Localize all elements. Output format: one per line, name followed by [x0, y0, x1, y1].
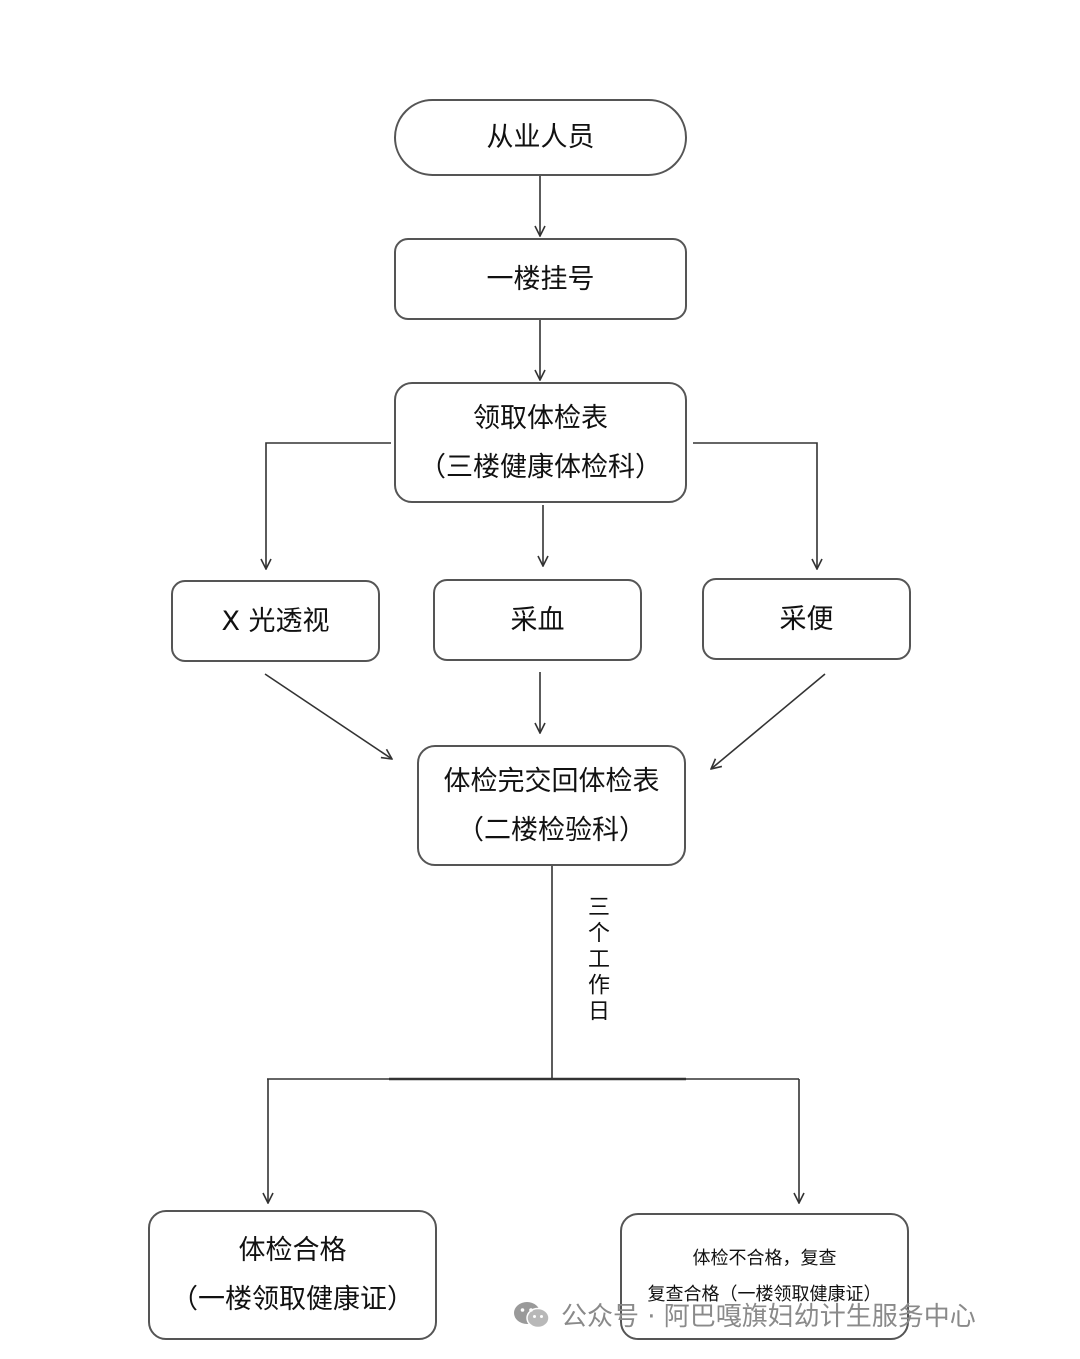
pass-label: 体检合格 [238, 1235, 347, 1266]
fail-recheck-label: 复查合格（一楼领取健康证） [647, 1283, 882, 1305]
register-node: 一楼挂号 [394, 238, 687, 320]
fail-node: 体检不合格，复查 复查合格（一楼领取健康证） [620, 1213, 909, 1340]
fail-label: 体检不合格，复查 [692, 1247, 837, 1269]
start-node: 从业人员 [394, 99, 687, 176]
arrow-form-to-xray [266, 442, 391, 569]
arrow-form-to-stool [693, 442, 817, 569]
return-form-label: 体检完交回体检表 [443, 765, 660, 797]
pass-location: （一楼领取健康证） [171, 1284, 414, 1315]
watermark: 公众号 · 阿巴嘎旗妇幼计生服务中心 [513, 1296, 976, 1333]
watermark-text: 公众号 · 阿巴嘎旗妇幼计生服务中心 [561, 1302, 976, 1332]
pass-node: 体检合格 （一楼领取健康证） [148, 1210, 437, 1340]
duration-label: 三个工作日 [584, 895, 609, 1025]
stool-test-node: 采便 [702, 578, 911, 660]
blood-test-label: 采血 [510, 604, 565, 636]
xray-node: X 光透视 [171, 580, 380, 662]
return-form-node: 体检完交回体检表 （二楼检验科） [417, 745, 686, 866]
arrow-xray-to-return [264, 673, 392, 759]
arrow-stool-to-return [711, 673, 826, 769]
wechat-icon [514, 1301, 550, 1328]
get-form-node: 领取体检表 （三楼健康体检科） [394, 382, 687, 503]
get-form-label: 领取体检表 [473, 402, 608, 434]
get-form-location: （三楼健康体检科） [419, 451, 662, 483]
stool-test-label: 采便 [779, 603, 834, 635]
xray-label: X 光透视 [221, 605, 330, 637]
register-label: 一楼挂号 [486, 263, 595, 295]
blood-test-node: 采血 [433, 579, 642, 661]
start-label: 从业人员 [486, 122, 595, 153]
return-form-location: （二楼检验科） [457, 814, 646, 846]
